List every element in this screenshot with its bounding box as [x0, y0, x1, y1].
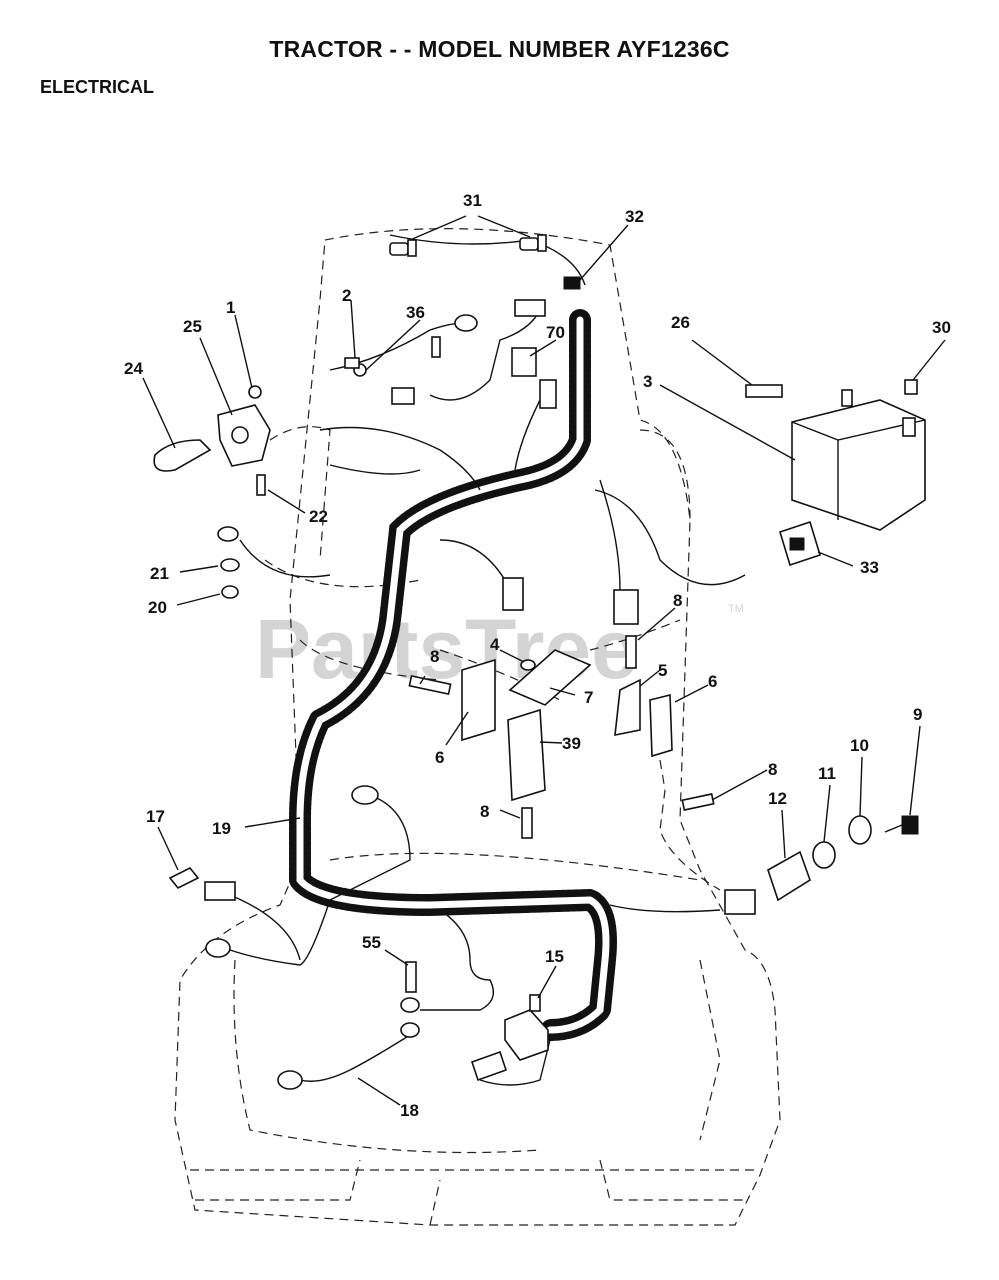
callout-39: 39 — [562, 734, 581, 753]
callout-1: 1 — [226, 298, 235, 317]
callout-10: 10 — [850, 736, 869, 755]
wiring — [229, 234, 746, 1086]
ignition-switch — [767, 815, 919, 902]
callout-20: 20 — [148, 598, 167, 617]
callout-8-left: 8 — [430, 647, 439, 666]
callout-8-upper: 8 — [673, 591, 682, 610]
headlight-bulbs — [389, 234, 547, 257]
coiled-wire-harness — [289, 309, 617, 1041]
callout-3: 3 — [643, 372, 652, 391]
leader-lines — [142, 215, 946, 1106]
callout-70: 70 — [546, 323, 565, 342]
connectors — [391, 299, 756, 915]
washers — [217, 526, 240, 599]
callout-12: 12 — [768, 789, 787, 808]
callout-6-right: 6 — [708, 672, 717, 691]
callout-55: 55 — [362, 933, 381, 952]
tractor-outline — [174, 228, 781, 1226]
starter-solenoid — [153, 385, 271, 496]
callout-32: 32 — [625, 207, 644, 226]
callout-6-left: 6 — [435, 748, 444, 767]
switch-33 — [779, 520, 821, 567]
callout-21: 21 — [150, 564, 169, 583]
callout-11: 11 — [818, 764, 836, 783]
section-label: ELECTRICAL — [40, 77, 154, 97]
misc-parts — [168, 785, 549, 1090]
battery — [745, 379, 926, 531]
brackets — [461, 649, 673, 802]
callout-33: 33 — [860, 558, 879, 577]
bolts — [405, 635, 715, 993]
callout-8-lower: 8 — [480, 802, 489, 821]
diagram-title: TRACTOR - - MODEL NUMBER AYF1236C — [269, 36, 730, 62]
callout-19: 19 — [212, 819, 231, 838]
ground-terminals — [344, 314, 478, 377]
callout-4: 4 — [490, 635, 500, 654]
callout-17: 17 — [146, 807, 165, 826]
callout-8-right: 8 — [768, 760, 777, 779]
headlight-connector — [563, 276, 581, 290]
callout-5: 5 — [658, 661, 667, 680]
callout-24: 24 — [124, 359, 143, 378]
callout-15: 15 — [545, 947, 564, 966]
callout-25: 25 — [183, 317, 202, 336]
callout-26: 26 — [671, 313, 690, 332]
watermark-tm: TM — [728, 603, 744, 615]
callout-labels: 31 32 2 36 70 26 30 3 1 25 24 22 21 20 3… — [124, 191, 951, 1120]
callout-36: 36 — [406, 303, 425, 322]
callout-18: 18 — [400, 1101, 419, 1120]
callout-7: 7 — [584, 688, 593, 707]
callout-9: 9 — [913, 705, 922, 724]
watermark: PartsTree — [255, 602, 638, 696]
callout-31: 31 — [463, 191, 482, 210]
callout-30: 30 — [932, 318, 951, 337]
callout-2: 2 — [342, 286, 351, 305]
callout-22: 22 — [309, 507, 328, 526]
